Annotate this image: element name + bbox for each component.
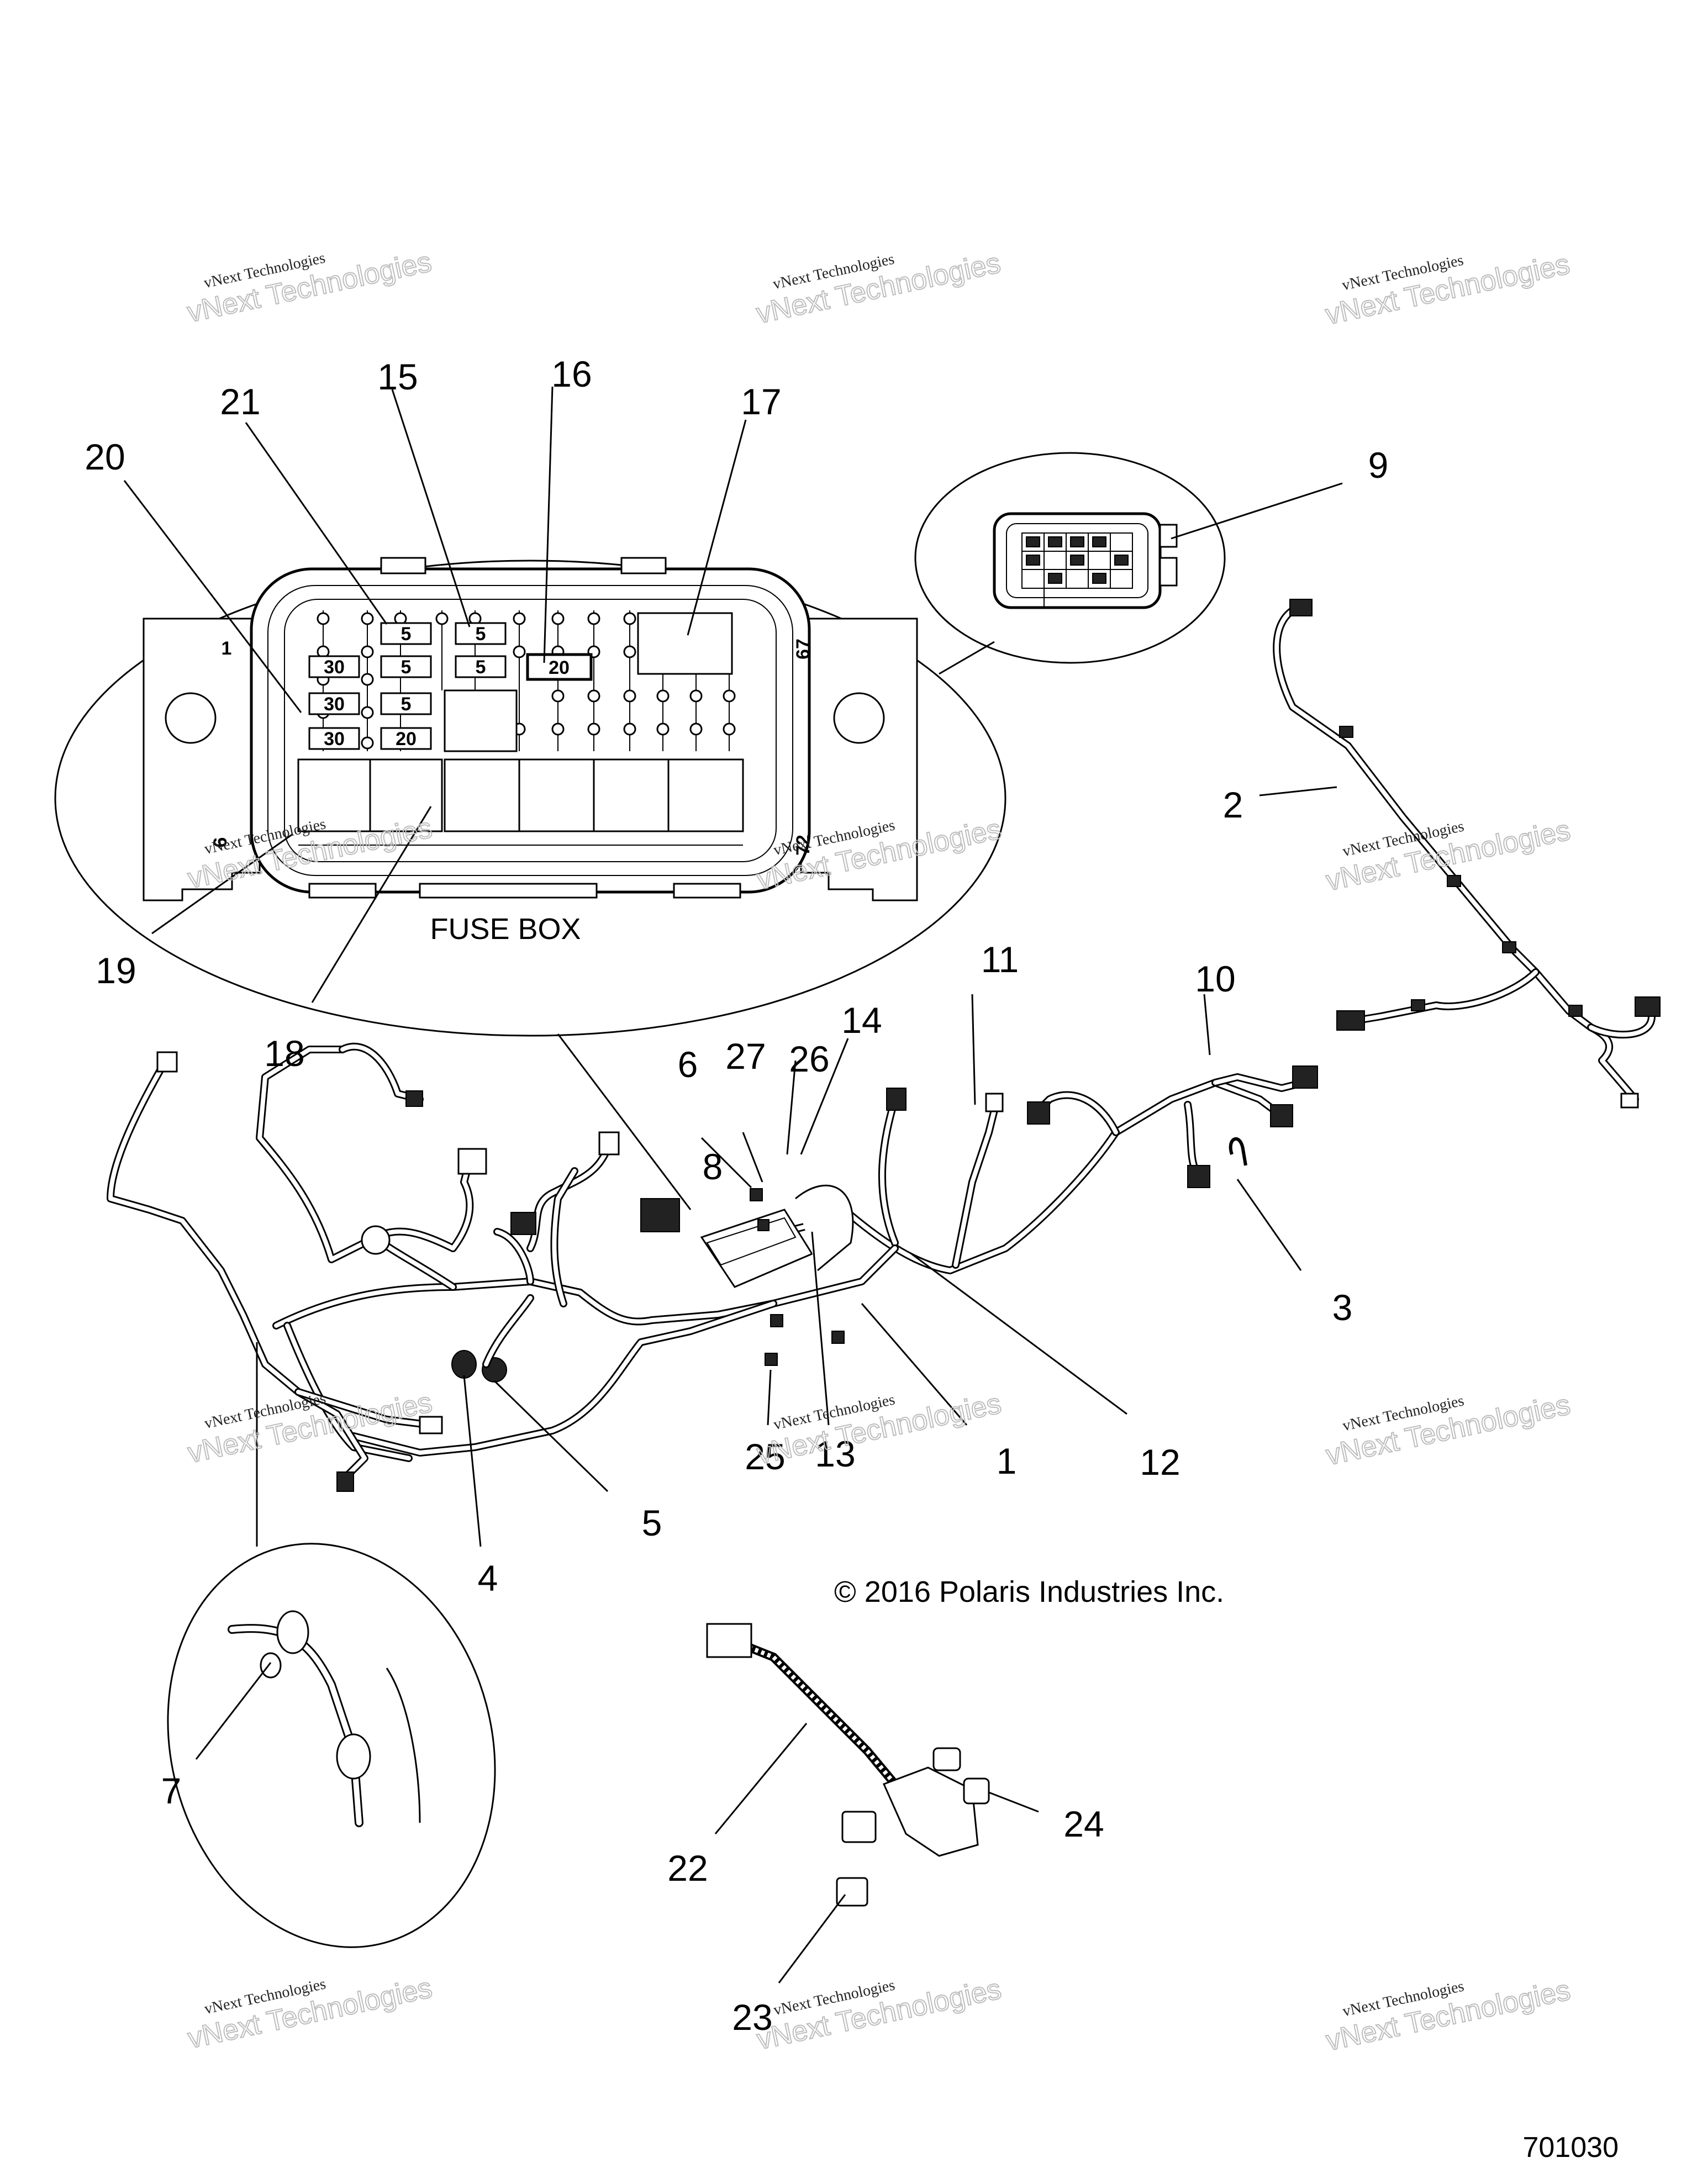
callout-17: 17 <box>741 381 781 422</box>
tie-strap-3 <box>1229 1137 1247 1166</box>
fuse-label: 5 <box>401 694 412 715</box>
callout-11: 11 <box>981 939 1019 980</box>
copyright-text: © 2016 Polaris Industries Inc. <box>834 1575 1224 1608</box>
callout-15: 15 <box>377 356 418 397</box>
callout-24: 24 <box>1063 1803 1104 1844</box>
callout-26: 26 <box>789 1038 829 1079</box>
callout-14: 14 <box>841 1000 882 1041</box>
callout-22: 22 <box>667 1848 708 1888</box>
fuse-label: 30 <box>324 694 345 715</box>
clip-detail-7 <box>167 1342 496 1948</box>
callout-27: 27 <box>725 1036 766 1077</box>
callout-9: 9 <box>1368 445 1389 486</box>
relays <box>297 612 744 846</box>
fuse-box-detail: 5 5 30 5 5 20 30 5 30 20 <box>54 557 1006 1210</box>
fuse-box-title: FUSE BOX <box>430 912 581 946</box>
callout-3: 3 <box>1332 1287 1353 1328</box>
fuses: 5 5 30 5 5 20 30 5 30 20 <box>308 622 593 750</box>
callout-18: 18 <box>264 1033 304 1074</box>
fuse-box-cover-detail <box>914 452 1226 675</box>
callout-23: 23 <box>732 1997 772 2038</box>
callout-12: 12 <box>1140 1442 1180 1483</box>
cover-label-grid <box>1021 532 1133 608</box>
callout-13: 13 <box>815 1433 855 1474</box>
callout-4: 4 <box>478 1558 498 1599</box>
callout-8: 8 <box>703 1146 723 1187</box>
callout-5: 5 <box>642 1502 662 1543</box>
callout-10: 10 <box>1195 958 1235 999</box>
callout-20: 20 <box>85 436 125 477</box>
callout-19: 19 <box>96 950 136 991</box>
fuse-label: 30 <box>324 729 345 750</box>
pin-label-1: 1 <box>222 638 232 659</box>
callout-16: 16 <box>551 354 592 394</box>
fuse-label: 5 <box>401 657 412 678</box>
callouts: 1 2 3 4 5 6 7 8 9 10 11 12 13 14 15 16 1… <box>85 354 1388 2038</box>
harness-2 <box>1273 599 1661 1109</box>
fuse-label: 20 <box>396 729 417 750</box>
callout-21: 21 <box>220 381 260 422</box>
pin-label-67: 67 <box>793 639 814 660</box>
callout-25: 25 <box>745 1436 785 1477</box>
callout-7: 7 <box>161 1770 182 1811</box>
fuse-label: 5 <box>476 624 486 645</box>
fuse-label: 5 <box>476 657 486 678</box>
leader-lines <box>123 386 1343 1983</box>
pin-label-72: 72 <box>793 835 814 856</box>
fuse-label: 20 <box>549 657 570 678</box>
callout-1: 1 <box>997 1441 1017 1481</box>
document-number: 701030 <box>1522 2132 1619 2164</box>
fuse-label: 5 <box>401 624 412 645</box>
fuse-label: 30 <box>324 657 345 678</box>
callout-2: 2 <box>1223 784 1243 825</box>
main-harness <box>107 1042 1318 1492</box>
sensor-assembly-22 <box>706 1623 990 1907</box>
pin-label-6: 6 <box>210 837 231 848</box>
callout-6: 6 <box>678 1044 698 1085</box>
